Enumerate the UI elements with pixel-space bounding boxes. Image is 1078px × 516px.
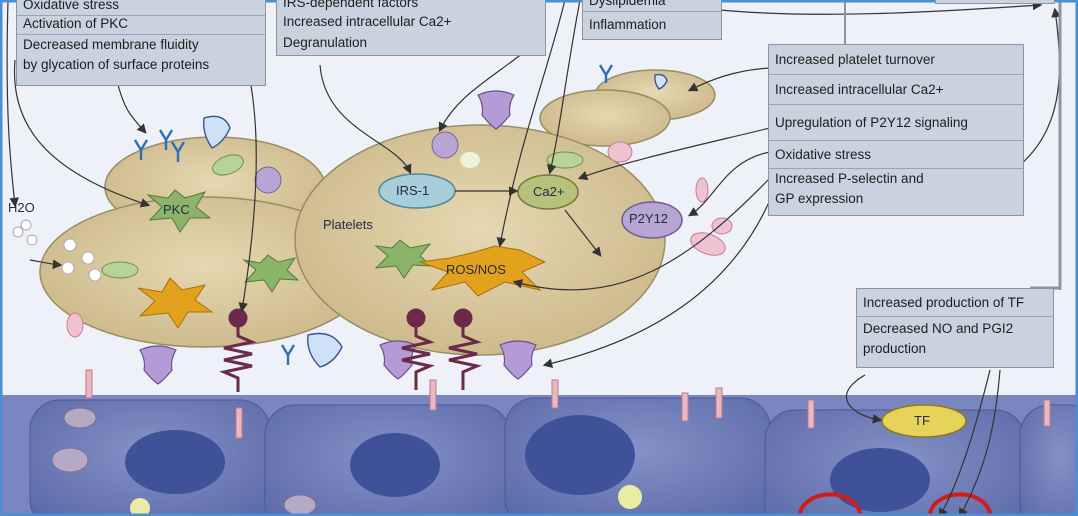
label-h2o: H2O [8, 200, 35, 215]
pkc-star [146, 189, 212, 233]
y-receptors [133, 64, 614, 365]
box-row: Degranulation [283, 35, 368, 50]
box-insulin-effects: IRS-dependent factors Increased intracel… [276, 0, 546, 56]
label-pkc: PKC [163, 202, 190, 217]
box-endothelial-effects: Increased production of TF Decreased NO … [856, 288, 1054, 368]
green-star-main [374, 239, 434, 279]
label-ca: Ca2+ [533, 184, 565, 199]
green-star-left [242, 254, 300, 293]
box-row: by glycation of surface proteins [23, 57, 210, 72]
surface-receptors [85, 369, 1051, 439]
box-right-top-stub [935, 0, 1055, 4]
platelet-top-right-2 [539, 89, 671, 147]
box-row: Increased intracellular Ca2+ [769, 75, 1023, 105]
label-platelets: Platelets [323, 217, 373, 232]
box-row: Upregulation of P2Y12 signaling [769, 105, 1023, 141]
box-row: Oxidative stress [769, 141, 1023, 169]
box-row: Increased P-selectin and [775, 171, 924, 186]
label-tf: TF [914, 413, 930, 428]
pink-fragments [66, 141, 733, 338]
box-row: Inflammation [589, 17, 667, 32]
vesicle [63, 407, 97, 429]
box-row: IRS-dependent factors [283, 0, 419, 10]
pathway-arrows [6, 0, 1061, 516]
box-row: Increased production of TF [857, 289, 1053, 317]
label-irs1: IRS-1 [396, 183, 430, 198]
box-row: Activation of PKC [17, 13, 265, 35]
box-platelet-effects: Increased platelet turnover Increased in… [768, 44, 1024, 216]
platelet-organelles [12, 131, 584, 282]
nucleus [830, 448, 930, 512]
label-p2y: P2Y12 [629, 211, 669, 226]
box-row: GP expression [775, 191, 864, 206]
label-ros-nos: ROS/NOS [446, 262, 506, 277]
orange-star-left [137, 277, 214, 329]
box-row: Decreased NO and PGI2 [863, 321, 1014, 336]
nucleus [525, 415, 635, 495]
endothelial-cell [1019, 404, 1078, 516]
vesicle [283, 494, 317, 516]
box-metabolic-conditions: Dyslipidemia Inflammation [582, 0, 722, 40]
box-row: Dyslipidemia [583, 0, 721, 12]
box-row: Increased platelet turnover [769, 45, 1023, 75]
vesicle [51, 447, 89, 473]
box-hyperglycemia-effects: Oxidative stress Activation of PKC Decre… [16, 0, 266, 86]
glycoprotein-drops [202, 73, 668, 368]
p2y-receptor [621, 201, 683, 239]
no-ring [928, 492, 992, 516]
no-ring [798, 492, 862, 516]
platelet-main [294, 124, 666, 356]
box-row: Oxidative stress [17, 0, 265, 16]
granule [130, 498, 150, 516]
box-row: Increased intracellular Ca2+ [283, 14, 452, 29]
box-row: Decreased membrane fluidity [23, 37, 199, 52]
box-row: production [863, 341, 927, 356]
coiled-receptors [219, 308, 482, 392]
granule [618, 485, 642, 509]
nucleus [125, 430, 225, 494]
nucleus [350, 433, 440, 497]
